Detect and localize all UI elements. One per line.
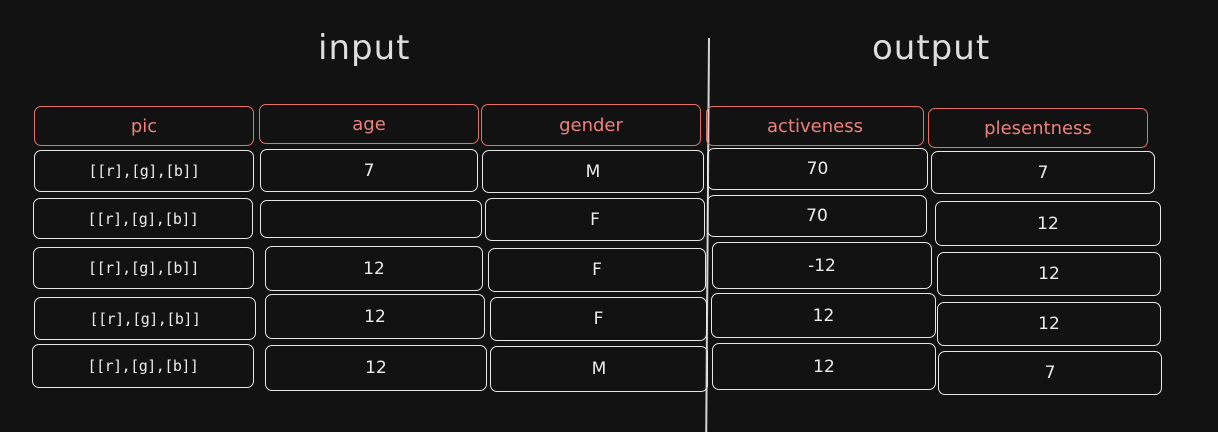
cell-gender: M: [490, 346, 708, 392]
cell-plesentness: 7: [938, 351, 1162, 395]
cell-pic: [[r],[g],[b]]: [33, 247, 254, 289]
cell-age: 12: [265, 345, 487, 391]
cell-activeness: 70: [707, 195, 927, 237]
header-plesentness: plesentness: [928, 108, 1148, 148]
cell-age: 7: [260, 149, 478, 192]
cell-pic: [[r],[g],[b]]: [34, 297, 256, 340]
cell-age: 12: [265, 246, 483, 291]
cell-plesentness: 12: [935, 201, 1161, 246]
header-gender: gender: [481, 104, 701, 146]
cell-gender: F: [490, 297, 707, 341]
cell-pic: [[r],[g],[b]]: [32, 344, 254, 388]
cell-gender: F: [485, 198, 705, 241]
cell-plesentness: 7: [931, 151, 1155, 194]
output-title: output: [872, 28, 991, 68]
header-age: age: [259, 104, 479, 144]
cell-plesentness: 12: [937, 252, 1161, 296]
cell-activeness: 12: [712, 343, 936, 390]
cell-age: [260, 200, 482, 238]
cell-pic: [[r],[g],[b]]: [33, 198, 253, 239]
cell-plesentness: 12: [937, 302, 1161, 346]
input-title: input: [318, 28, 411, 68]
cell-activeness: 70: [707, 148, 928, 190]
cell-pic: [[r],[g],[b]]: [34, 150, 254, 192]
cell-activeness: -12: [712, 242, 932, 289]
cell-activeness: 12: [711, 293, 936, 338]
cell-age: 12: [265, 294, 485, 339]
cell-gender: M: [482, 150, 704, 193]
header-activeness: activeness: [706, 106, 924, 146]
cell-gender: F: [488, 248, 706, 292]
header-pic: pic: [34, 106, 254, 146]
